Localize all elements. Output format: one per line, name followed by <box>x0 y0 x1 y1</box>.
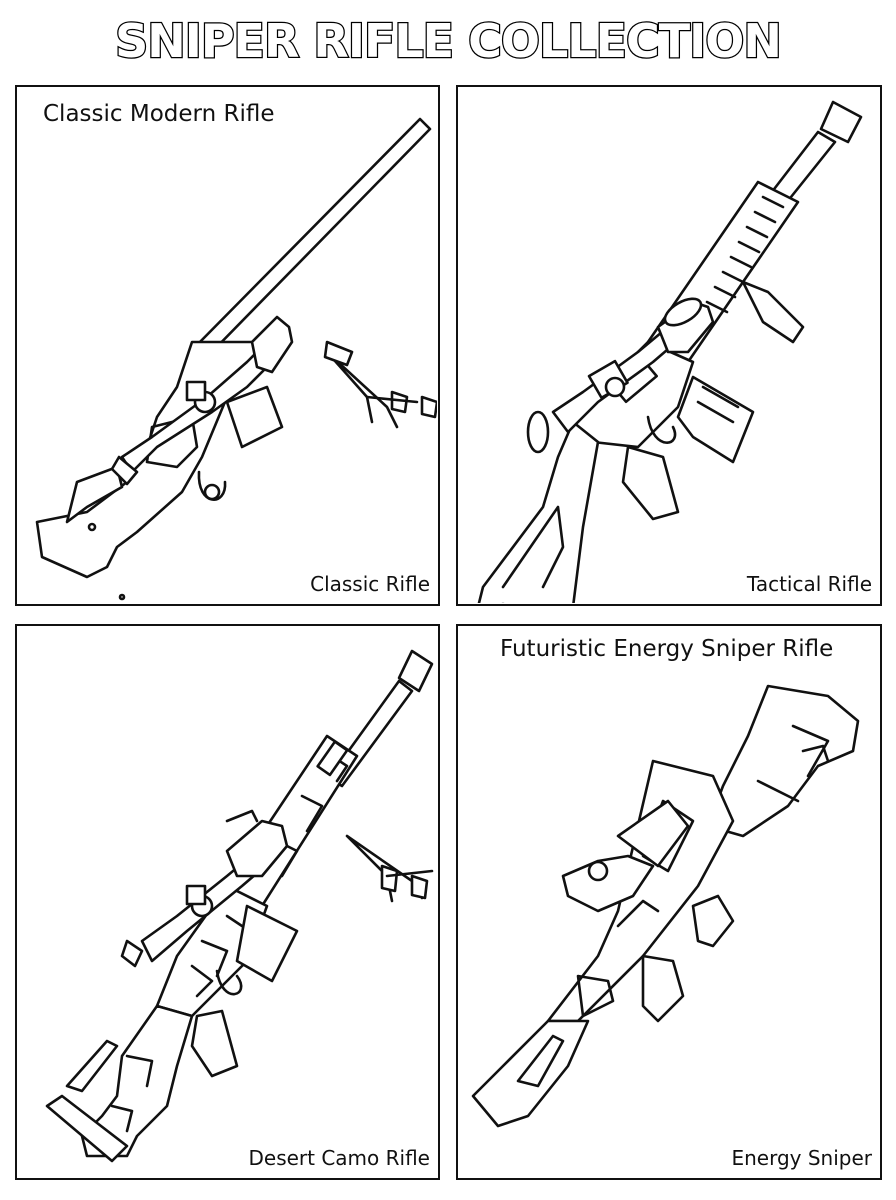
panel-classic-rifle: Classic Modern Rifle <box>15 85 440 606</box>
camo-rifle-illustration <box>45 649 434 1163</box>
panel-energy-sniper: Futuristic Energy Sniper Rifle Energy Sn… <box>456 624 882 1180</box>
page-title: SNIPER RIFLE COLLECTION <box>114 13 783 70</box>
energy-rifle-illustration <box>471 684 860 1128</box>
panel-heading: Futuristic Energy Sniper Rifle <box>500 636 834 662</box>
panel-caption: Tactical Rifle <box>746 572 872 596</box>
panel-caption: Desert Camo Rifle <box>248 1146 430 1170</box>
bolt-action-rifle-illustration <box>35 117 437 601</box>
panel-desert-camo-rifle: Desert Camo Rifle <box>15 624 440 1180</box>
panel-caption: Energy Sniper <box>731 1146 872 1170</box>
panel-heading: Classic Modern Rifle <box>43 101 275 127</box>
panel-caption: Classic Rifle <box>310 572 430 596</box>
tactical-rifle-illustration <box>477 100 863 603</box>
panel-tactical-rifle: Tactical Rifle <box>456 85 882 606</box>
